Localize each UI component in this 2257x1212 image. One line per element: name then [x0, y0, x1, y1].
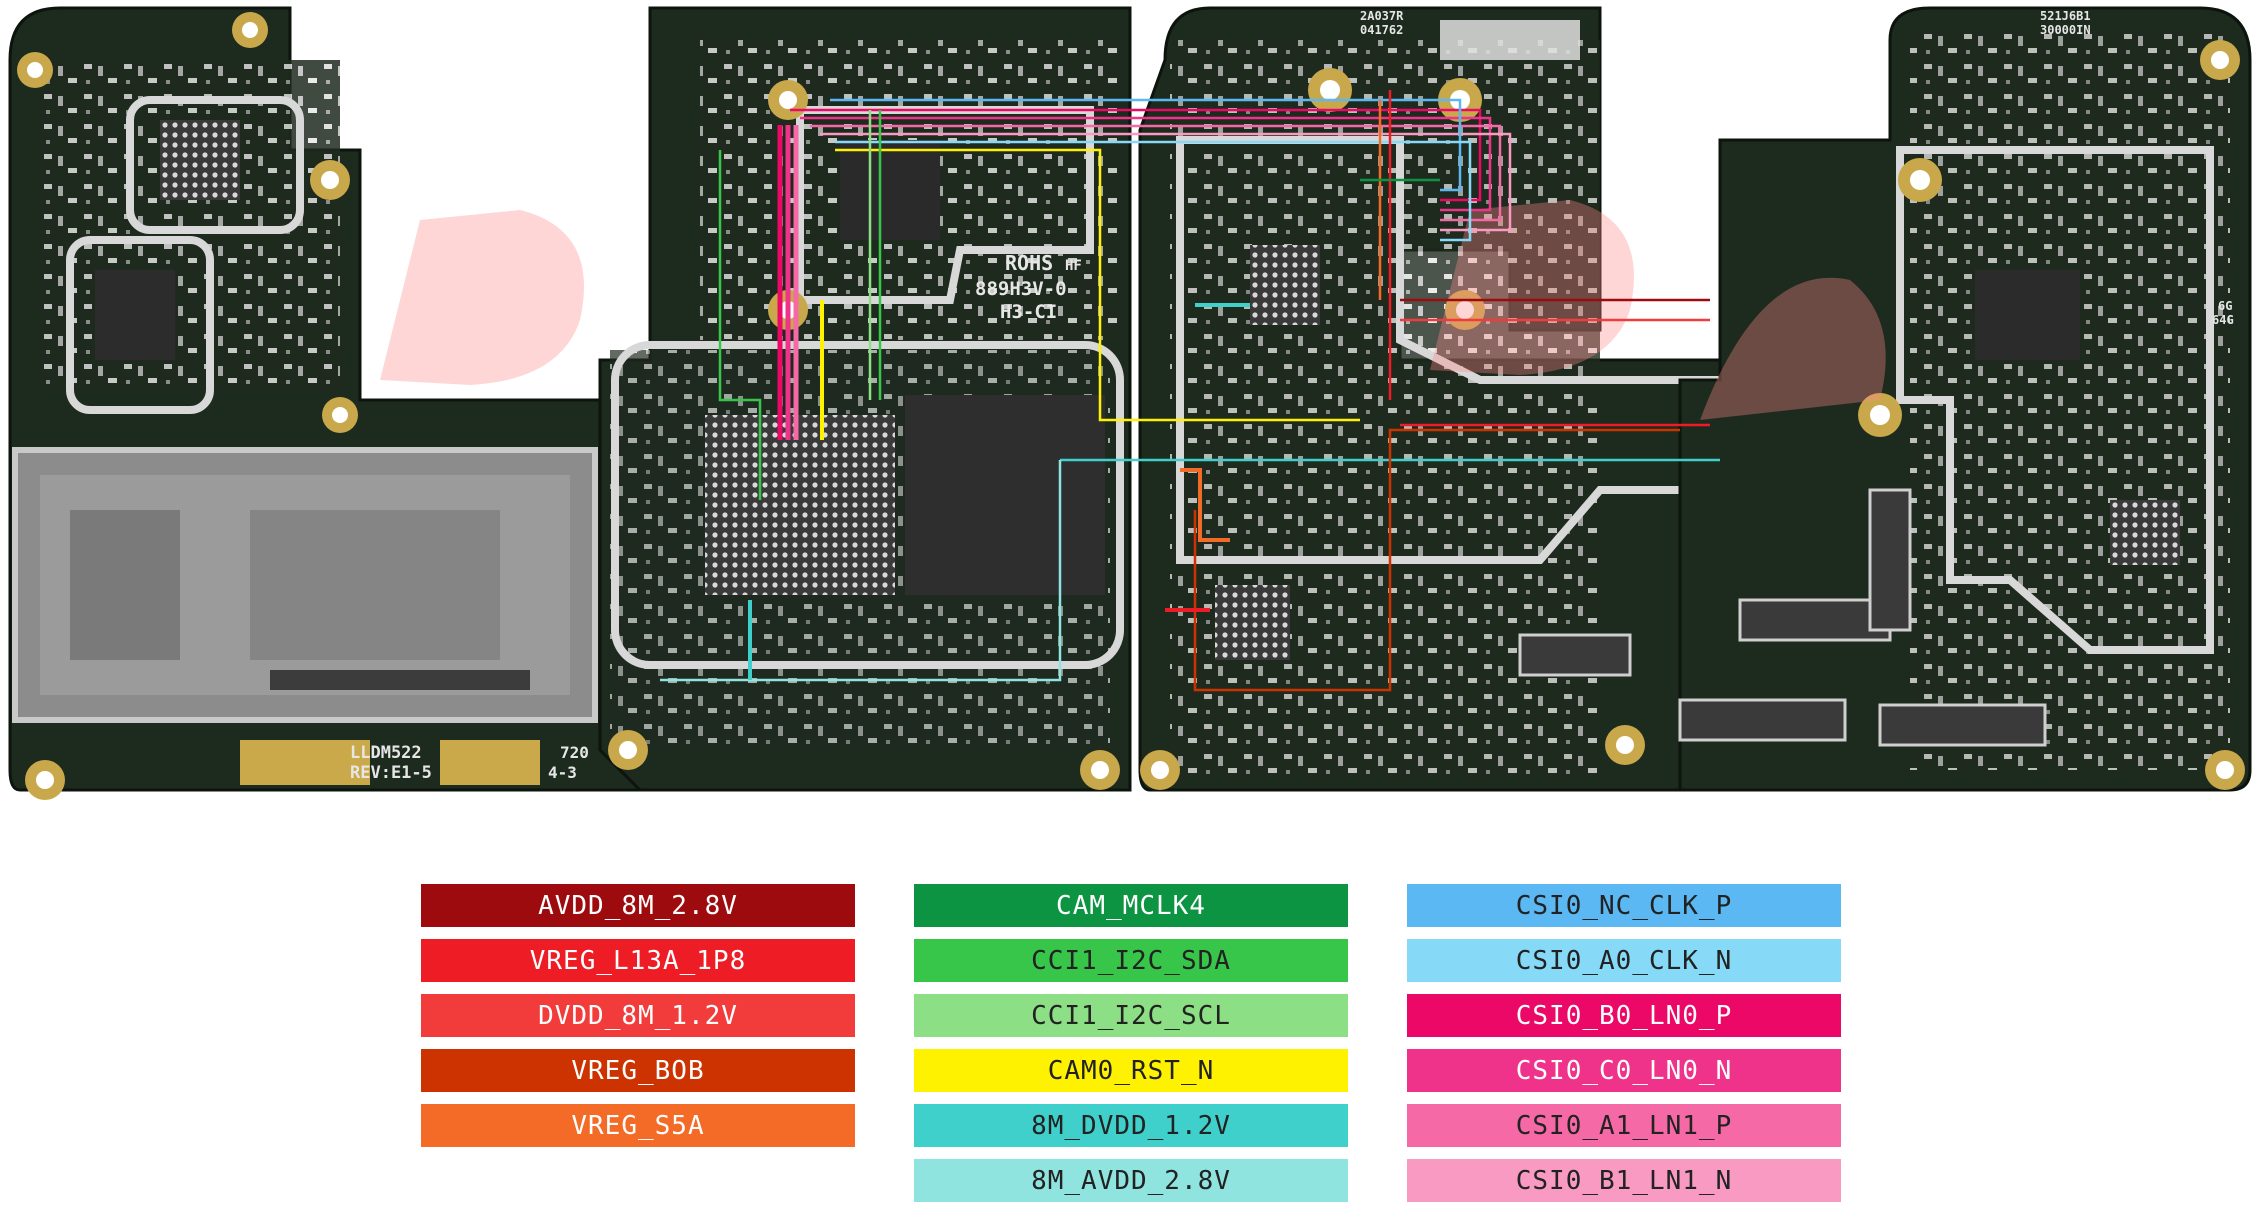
legend-item: CSI0_C0_LN0_N: [1407, 1049, 1841, 1092]
legend-item: CAM_MCLK4: [914, 884, 1348, 927]
legend-item: DVDD_8M_1.2V: [421, 994, 855, 1037]
pcb-rev-text: REV:E1-5: [350, 763, 432, 783]
legend-item: CSI0_NC_CLK_P: [1407, 884, 1841, 927]
watermark-logo: [380, 200, 1886, 420]
legend-item: 8M_AVDD_2.8V: [914, 1159, 1348, 1202]
legend-item: AVDD_8M_2.8V: [421, 884, 855, 927]
board-code-text-2: H3-CI: [1000, 301, 1057, 323]
top-code-text-1: 2A037R: [1360, 9, 1404, 23]
legend-item: CSI0_B0_LN0_P: [1407, 994, 1841, 1037]
legend-item: CSI0_A0_CLK_N: [1407, 939, 1841, 982]
board-left: LLDM522 REV:E1-5 720 4-3: [8, 6, 642, 800]
legend-item: CCI1_I2C_SDA: [914, 939, 1348, 982]
pcb-id-text: LLDM522: [350, 743, 422, 763]
board-code-text-1: 889H3V-0: [975, 278, 1067, 300]
pcb-board-photo: LLDM522 REV:E1-5 720 4-3 ROHS HF 889: [8, 6, 2252, 800]
side-code-text-1: 6G: [2218, 299, 2232, 313]
pcb-board-drawing: LLDM522 REV:E1-5 720 4-3 ROHS HF 889: [8, 6, 2252, 800]
legend-item: CSI0_B1_LN1_N: [1407, 1159, 1841, 1202]
date-code-text-2: 4-3: [548, 763, 577, 782]
legend-item: 8M_DVDD_1.2V: [914, 1104, 1348, 1147]
top-code-text-2: 041762: [1360, 23, 1403, 37]
rohs-text: ROHS: [1005, 251, 1053, 275]
board-right: 521J6B1 30000IN 6G 64G: [1518, 6, 2252, 792]
legend-item: CCI1_I2C_SCL: [914, 994, 1348, 1037]
legend-item: CSI0_A1_LN1_P: [1407, 1104, 1841, 1147]
legend-item: VREG_S5A: [421, 1104, 855, 1147]
signal-traces: [660, 90, 1720, 692]
legend-item: VREG_BOB: [421, 1049, 855, 1092]
side-code-text-2: 64G: [2212, 313, 2234, 327]
corner-code-text-2: 30000IN: [2040, 23, 2091, 37]
date-code-text-1: 720: [560, 743, 589, 762]
hf-text: HF: [1065, 258, 1082, 274]
corner-code-text-1: 521J6B1: [2040, 9, 2091, 23]
legend-item: VREG_L13A_1P8: [421, 939, 855, 982]
board-middle: ROHS HF 889H3V-0 H3-CI: [598, 6, 1132, 792]
legend-item: CAM0_RST_N: [914, 1049, 1348, 1092]
